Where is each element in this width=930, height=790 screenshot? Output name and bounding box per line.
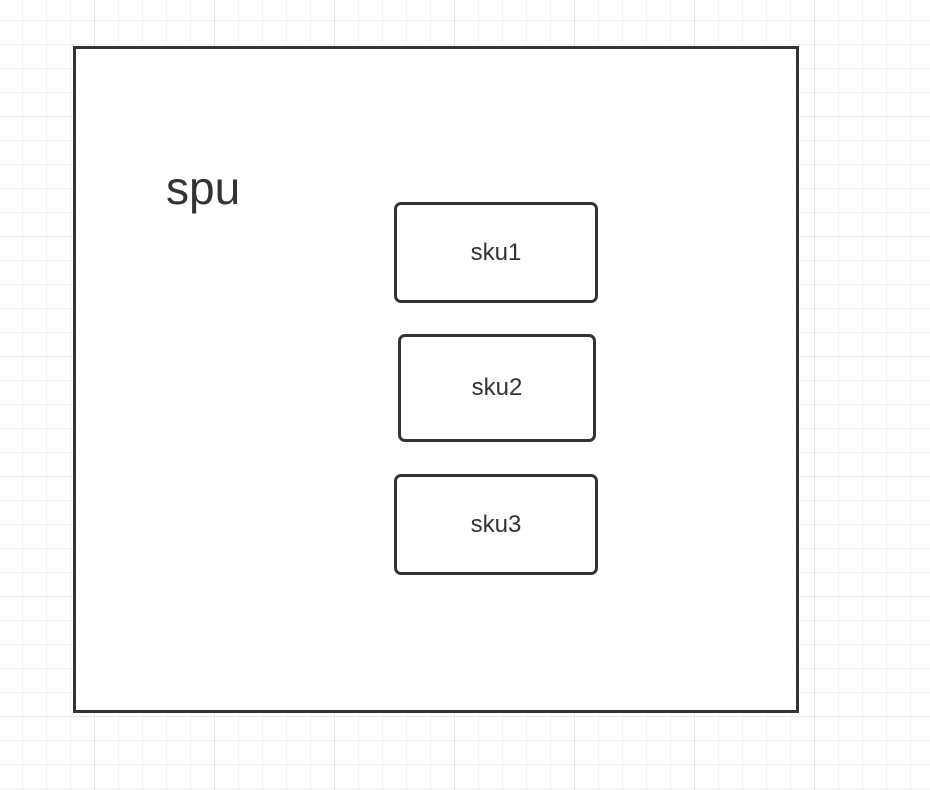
sku3-box[interactable]: sku3: [394, 474, 598, 575]
sku2-box[interactable]: sku2: [398, 334, 596, 442]
sku3-label: sku3: [470, 510, 522, 538]
sku2-label: sku2: [471, 374, 523, 401]
sku1-label: sku1: [470, 238, 522, 266]
spu-label: spu: [166, 162, 241, 214]
sku1-box[interactable]: sku1: [394, 202, 598, 303]
